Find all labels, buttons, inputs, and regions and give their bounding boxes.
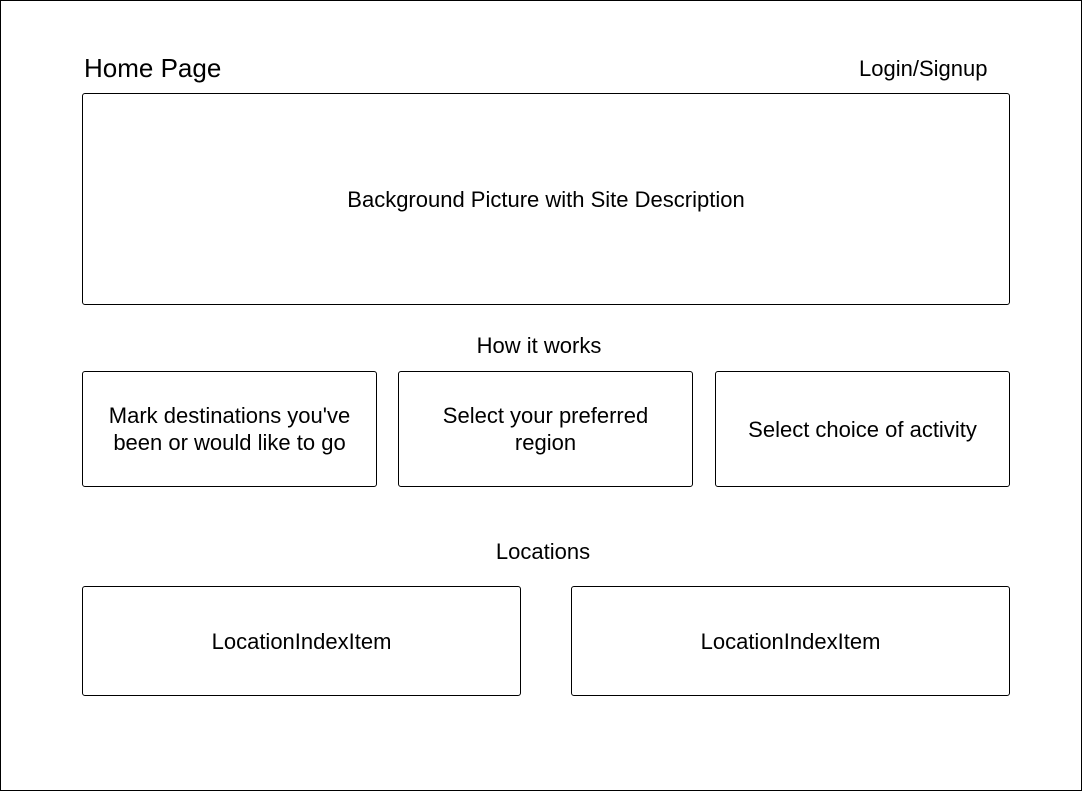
location-index-item[interactable]: LocationIndexItem [571,586,1010,696]
hero-description: Background Picture with Site Description [347,186,745,212]
login-signup-link[interactable]: Login/Signup [859,56,988,81]
step-text: Select your preferred region [442,403,649,455]
hero-banner: Background Picture with Site Description [82,93,1010,305]
page-title: Home Page [84,53,222,83]
how-it-works-heading: How it works [476,333,602,358]
location-item-label: LocationIndexItem [700,628,881,654]
step-card-mark-destinations: Mark destinations you've been or would l… [82,371,377,487]
location-item-label: LocationIndexItem [211,628,392,654]
location-index-item[interactable]: LocationIndexItem [82,586,521,696]
step-text: Mark destinations you've been or would l… [108,403,351,455]
locations-heading: Locations [495,539,591,564]
step-text: Select choice of activity [748,416,977,442]
step-card-select-activity: Select choice of activity [715,371,1010,487]
step-card-select-region: Select your preferred region [398,371,693,487]
